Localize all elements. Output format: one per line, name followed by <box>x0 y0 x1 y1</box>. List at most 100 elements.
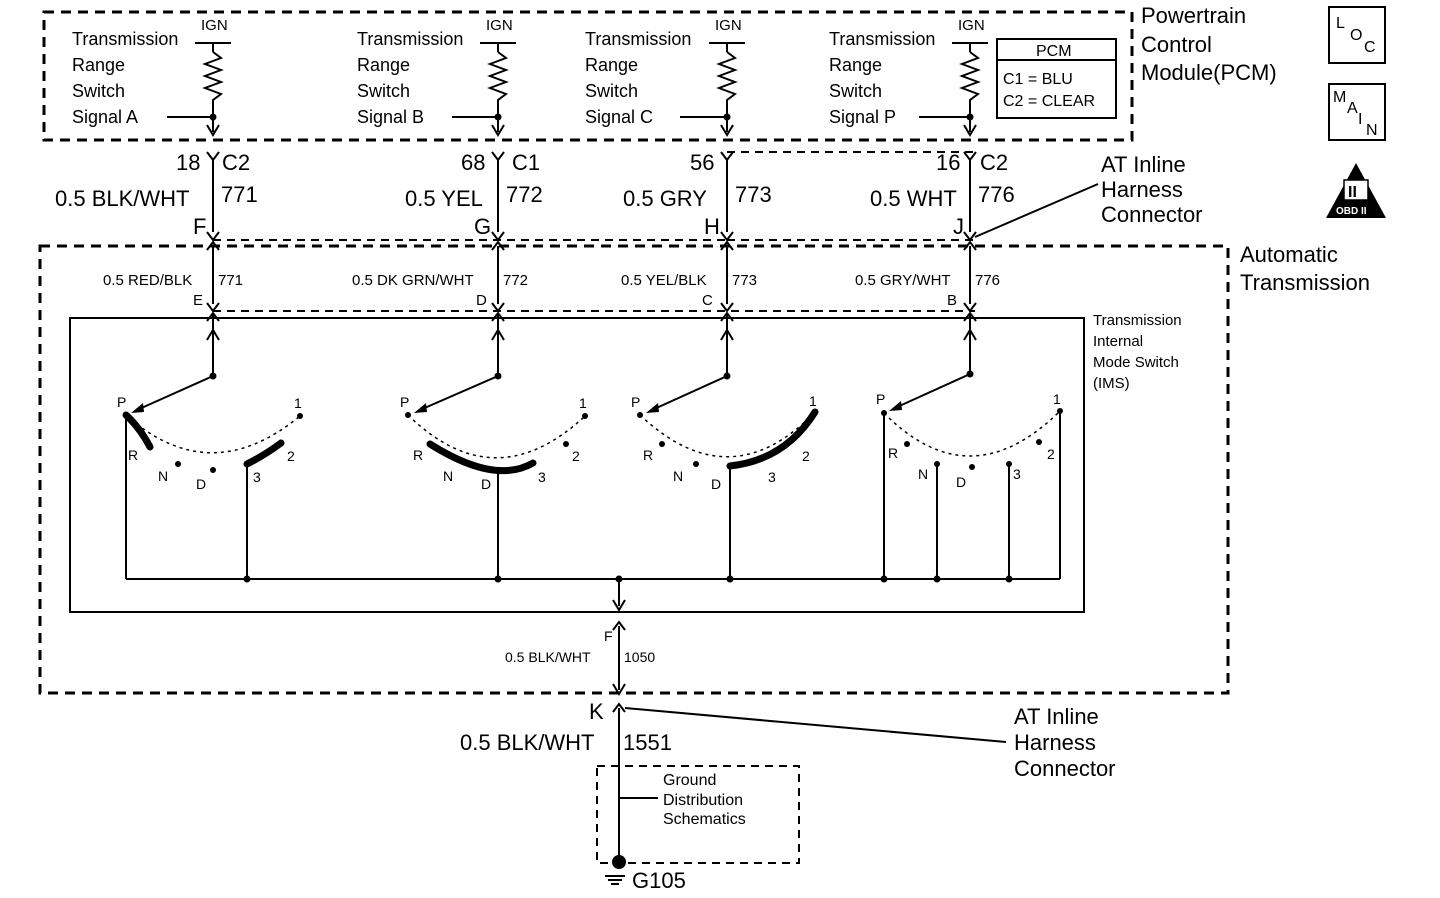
pos-2: 2 <box>1047 446 1055 462</box>
trans-pin-letter: C <box>702 292 713 309</box>
connector-pin-icon <box>720 151 734 162</box>
pos-d: D <box>196 476 206 492</box>
pullup-resistor-icon <box>716 51 738 132</box>
pos-3: 3 <box>538 469 546 485</box>
pos-p: P <box>117 394 126 410</box>
ims-label-1: Transmission <box>1093 312 1182 329</box>
trans-pin-letter: D <box>476 292 487 309</box>
ims-label-2: Internal <box>1093 333 1143 350</box>
pcm-legend-c2: C2 = CLEAR <box>1003 93 1095 110</box>
ground-id: G105 <box>632 868 686 893</box>
pos-1: 1 <box>809 393 817 409</box>
ground-connector-label-1: AT Inline <box>1014 704 1099 729</box>
ground-connector-leader <box>624 707 1007 743</box>
pos-r: R <box>888 445 898 461</box>
range-switch-p: P R N D 3 2 1 <box>876 370 1063 579</box>
pcm-legend-c1: C1 = BLU <box>1003 71 1073 88</box>
pos-p: P <box>400 394 409 410</box>
transmission-title-1: Automatic <box>1240 242 1338 267</box>
pullup-resistor-icon <box>487 51 509 132</box>
inline-pin-letter: H <box>704 214 720 239</box>
circuit-number: 772 <box>506 182 543 207</box>
trans-wire-color: 0.5 RED/BLK <box>103 272 192 289</box>
pcm-connector-id: C2 <box>980 150 1008 175</box>
at-inline-leader <box>974 183 1099 238</box>
range-switch-c: P R N D 3 2 1 <box>631 372 819 579</box>
signal-label: Range <box>829 55 882 75</box>
inline-pin-letter: F <box>193 214 206 239</box>
signal-label: Switch <box>829 81 882 101</box>
circuit-number: 776 <box>978 182 1015 207</box>
pos-r: R <box>128 447 138 463</box>
loc-letter: O <box>1350 27 1362 44</box>
pos-d: D <box>481 476 491 492</box>
signal-label: Switch <box>585 81 638 101</box>
ground-point-icon <box>612 855 626 869</box>
pcm-legend: PCM C1 = BLU C2 = CLEAR <box>996 38 1117 119</box>
pos-d: D <box>711 476 721 492</box>
ground-wire: 0.5 BLK/WHT <box>460 730 594 755</box>
loc-icon: L O C <box>1328 6 1386 64</box>
circuit-number: 771 <box>221 182 258 207</box>
pos-1: 1 <box>1053 391 1061 407</box>
pcm-pin-number: 18 <box>176 150 200 175</box>
signal-label: Transmission <box>585 29 691 49</box>
pcm-pin-number: 16 <box>936 150 960 175</box>
ground-connector-label-3: Connector <box>1014 756 1116 781</box>
pcm-title-1: Powertrain <box>1141 3 1246 28</box>
ign-label: IGN <box>201 17 228 34</box>
pos-2: 2 <box>572 448 580 464</box>
ims-label-4: (IMS) <box>1093 375 1130 392</box>
obd-ii-icon: II OBD II <box>1326 163 1386 218</box>
ign-label: IGN <box>715 17 742 34</box>
ground-distribution-box <box>596 765 800 864</box>
wire-color: 0.5 BLK/WHT <box>55 186 189 211</box>
loc-letter: L <box>1336 15 1345 32</box>
inline-pin-letter: J <box>953 214 964 239</box>
at-inline-label-3: Connector <box>1101 202 1203 227</box>
ground-distribution-1: Ground <box>663 772 716 789</box>
pcm-title-3: Module(PCM) <box>1141 60 1277 85</box>
trans-wire-color: 0.5 YEL/BLK <box>621 272 707 289</box>
pos-d: D <box>956 474 966 490</box>
trans-circuit-number: 771 <box>218 272 243 289</box>
pos-r: R <box>413 447 423 463</box>
connector-pin-icon <box>491 151 505 162</box>
main-letter: I <box>1358 111 1362 128</box>
wire-color: 0.5 YEL <box>405 186 483 211</box>
pos-1: 1 <box>579 395 587 411</box>
pullup-resistor-icon <box>202 51 224 132</box>
pullup-resistor-icon <box>959 51 981 132</box>
range-switch-b: P R N D 3 2 1 <box>400 372 588 579</box>
range-switch-a: P R N D 3 2 1 <box>117 372 303 579</box>
connector-pin-icon <box>963 151 977 162</box>
pos-n: N <box>918 466 928 482</box>
signal-label: Transmission <box>357 29 463 49</box>
ims-label-3: Mode Switch <box>1093 354 1179 371</box>
trans-pin-letter: E <box>193 292 203 309</box>
pos-1: 1 <box>294 395 302 411</box>
pos-n: N <box>673 468 683 484</box>
pcm-box <box>42 10 1134 142</box>
pos-2: 2 <box>287 448 295 464</box>
pcm-title-2: Control <box>1141 32 1212 57</box>
pos-p: P <box>631 394 640 410</box>
transmission-title-2: Transmission <box>1240 270 1370 295</box>
trans-circuit-number: 773 <box>732 272 757 289</box>
connector-pin-icon <box>206 151 220 162</box>
obd-bottom-label: OBD II <box>1336 206 1367 217</box>
signal-label: Transmission <box>72 29 178 49</box>
signal-label: Transmission <box>829 29 935 49</box>
pos-3: 3 <box>253 469 261 485</box>
obd-top-label: II <box>1348 184 1357 201</box>
signal-label: Signal C <box>585 107 653 127</box>
signal-label: Range <box>357 55 410 75</box>
trans-wire-color: 0.5 DK GRN/WHT <box>352 272 474 289</box>
wire-color: 0.5 GRY <box>623 186 707 211</box>
signal-label: Switch <box>72 81 125 101</box>
pcm-pin-number: 56 <box>690 150 714 175</box>
main-letter: M <box>1333 89 1346 106</box>
